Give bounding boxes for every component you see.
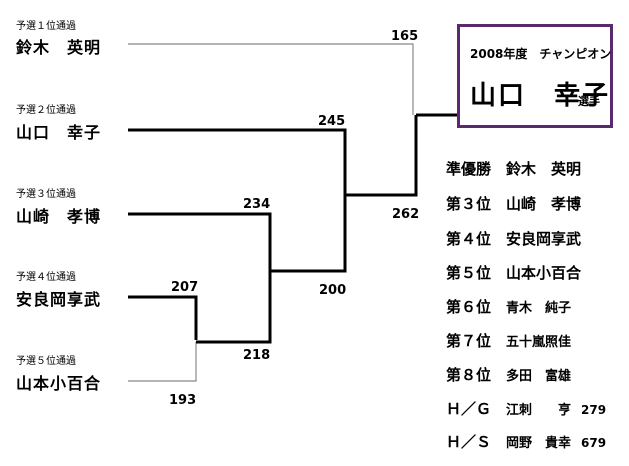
bracket-line-seed2 (128, 128, 347, 195)
seed-label-2: 予選２位通過 (16, 105, 76, 116)
ranking-row: 第３位山崎 孝博 (446, 193, 581, 214)
player-name-3: 山崎 孝博 (16, 207, 102, 226)
ranking-place: 第７位 (446, 332, 492, 350)
ranking-name: 安良岡享武 (506, 230, 582, 248)
ranking-name: 青木 純子 (506, 301, 572, 316)
score-label: 245 (318, 114, 346, 129)
ranking-row: Ｈ／Ｓ 岡野 貴幸 679 (446, 431, 606, 452)
ranking-place: 準優勝 (446, 160, 492, 178)
ranking-score: 679 (581, 436, 607, 450)
champion-box: 2008年度 チャンピオン 山口 幸子 選手 (457, 24, 613, 128)
ranking-name: 五十嵐照佳 (506, 335, 572, 350)
ranking-row: 第７位五十嵐照佳 (446, 330, 571, 351)
seed-label-1: 予選１位通過 (16, 21, 76, 32)
seed-label-3: 予選３位通過 (16, 189, 76, 200)
bracket-line-seed4 (128, 295, 198, 340)
ranking-row: 第４位安良岡享武 (446, 228, 581, 249)
seed-label-5: 予選５位通過 (16, 356, 76, 367)
score-label: 262 (392, 207, 420, 222)
ranking-place: 第５位 (446, 264, 492, 282)
ranking-name: 岡野 貴幸 (506, 436, 572, 451)
ranking-place: 第６位 (446, 298, 492, 316)
ranking-row: 準優勝鈴木 英明 (446, 158, 581, 179)
bracket-line-seed5 (128, 342, 197, 382)
score-label: 165 (391, 29, 419, 44)
score-label: 207 (171, 280, 199, 295)
ranking-row: 第５位山本小百合 (446, 262, 581, 283)
ranking-place: 第４位 (446, 230, 492, 248)
ranking-place: Ｈ／Ｇ (446, 400, 492, 418)
ranking-row: 第８位多田 富雄 (446, 364, 571, 385)
player-name-4: 安良岡享武 (16, 290, 102, 309)
score-label: 234 (243, 197, 271, 212)
champion-name: 山口 幸子 (470, 81, 611, 111)
ranking-name: 山本小百合 (506, 264, 582, 282)
ranking-name: 鈴木 英明 (506, 160, 582, 178)
bracket-line-m45 (196, 271, 272, 344)
player-name-5: 山本小百合 (16, 374, 102, 393)
champion-suffix: 選手 (578, 95, 600, 108)
score-label: 193 (169, 393, 197, 408)
ranking-name: 江刺 亨 (506, 403, 572, 418)
bracket-line-seed1 (128, 43, 414, 115)
ranking-score: 279 (581, 403, 607, 417)
ranking-place: 第３位 (446, 195, 492, 213)
ranking-place: 第８位 (446, 366, 492, 384)
score-label: 200 (319, 283, 347, 298)
seed-label-4: 予選４位通過 (16, 272, 76, 283)
bracket-line-m3 (270, 195, 347, 273)
player-name-2: 山口 幸子 (16, 123, 102, 142)
ranking-place: Ｈ／Ｓ (446, 433, 492, 451)
bracket-line-semi (345, 115, 418, 197)
player-name-1: 鈴木 英明 (16, 38, 102, 57)
ranking-name: 山崎 孝博 (506, 195, 582, 213)
bracket-line-seed3 (128, 212, 272, 271)
score-label: 218 (243, 348, 271, 363)
ranking-row: 第６位青木 純子 (446, 296, 571, 317)
ranking-row: Ｈ／Ｇ 江刺 亨 279 (446, 398, 606, 419)
champion-year-label: 2008年度 チャンピオン (470, 47, 612, 61)
ranking-name: 多田 富雄 (506, 369, 572, 384)
